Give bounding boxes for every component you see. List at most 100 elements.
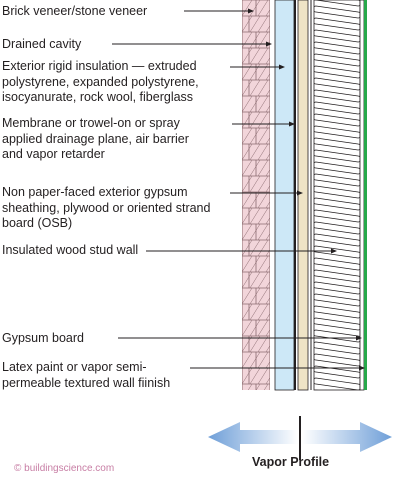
brick-hatch-line xyxy=(249,79,261,97)
leader-arrowhead xyxy=(248,8,254,14)
brick-hatch-line xyxy=(249,351,261,369)
brick-hatch-line xyxy=(257,191,269,209)
leader-arrowhead xyxy=(266,41,272,47)
brick-hatch-line xyxy=(257,303,269,321)
brick-hatch-line xyxy=(257,111,269,129)
brick-hatch-line xyxy=(265,217,270,225)
label-stud-wall: Insulated wood stud wall xyxy=(2,243,139,257)
brick-hatch-line xyxy=(265,9,270,17)
brick-hatch-line xyxy=(242,0,253,17)
brick-hatch-line xyxy=(249,95,261,113)
brick-hatch-line xyxy=(242,79,253,97)
brick-hatch-line xyxy=(249,159,261,177)
brick-hatch-line xyxy=(265,265,270,273)
label-membrane: Membrane or trowel-on or spray applied d… xyxy=(2,116,189,161)
brick-hatch-line xyxy=(249,0,261,17)
brick-hatch-line xyxy=(265,25,270,33)
brick-hatch-line xyxy=(257,15,269,33)
brick-hatch-line xyxy=(265,313,270,321)
brick-hatch-line xyxy=(265,137,270,145)
brick-hatch-line xyxy=(242,175,253,193)
label-drained-cavity: Drained cavity xyxy=(2,37,82,51)
brick-hatch-line xyxy=(265,185,270,193)
brick-hatch-line xyxy=(249,111,261,129)
leader-arrowhead xyxy=(356,335,362,341)
brick-hatch-line xyxy=(242,95,253,113)
brick-hatch-line xyxy=(249,47,261,65)
brick-hatch-line xyxy=(242,127,253,145)
brick-hatch-line xyxy=(242,319,253,337)
brick-hatch-line xyxy=(255,383,261,390)
brick-hatch-line xyxy=(242,159,253,177)
brick-hatch-line xyxy=(257,127,269,145)
brick-hatch-line xyxy=(257,0,269,17)
brick-hatch-line xyxy=(242,303,253,321)
left-arrow-icon xyxy=(208,422,298,452)
rigid-insulation-layer xyxy=(274,0,295,391)
right-arrow-icon xyxy=(302,422,392,452)
brick-hatch-line xyxy=(249,175,261,193)
brick-hatch-line xyxy=(242,111,253,129)
label-sheathing: Non paper-faced exterior gypsum sheathin… xyxy=(2,185,211,230)
brick-hatch-line xyxy=(265,361,270,369)
brick-hatch-line xyxy=(249,319,261,337)
brick-hatch-line xyxy=(265,169,270,177)
brick-hatch-line xyxy=(242,271,253,289)
brick-hatch-line xyxy=(257,271,269,289)
batt-insulation-pattern xyxy=(314,0,360,390)
brick-hatch-line xyxy=(249,239,261,257)
brick-hatch-line xyxy=(249,143,261,161)
brick-hatch-line xyxy=(242,31,253,49)
brick-hatch-line xyxy=(257,31,269,49)
brick-hatch-line xyxy=(257,287,269,305)
brick-hatch-line xyxy=(257,143,269,161)
brick-hatch-line xyxy=(242,335,253,353)
sheathing-layer xyxy=(297,0,309,391)
label-brick-veneer: Brick veneer/stone veneer xyxy=(2,4,148,18)
brick-hatch-line xyxy=(242,223,253,241)
brick-hatch-line xyxy=(265,233,270,241)
paint-finish-layer xyxy=(364,0,367,390)
brick-hatch-line xyxy=(257,335,269,353)
brick-hatch-line xyxy=(257,95,269,113)
brick-hatch-line xyxy=(249,335,261,353)
gypsum-board-layer xyxy=(359,0,365,391)
brick-hatch-line xyxy=(265,201,270,209)
brick-hatch-line xyxy=(257,79,269,97)
brick-hatch-line xyxy=(249,223,261,241)
brick-hatch-line xyxy=(265,329,270,337)
brick-hatch-line xyxy=(242,239,253,257)
brick-veneer-layer xyxy=(242,0,270,390)
brick-hatch-line xyxy=(242,191,253,209)
brick-hatch-line xyxy=(257,255,269,273)
leader-arrowhead xyxy=(359,365,365,371)
brick-hatch-line xyxy=(265,345,270,353)
brick-hatch-line xyxy=(257,239,269,257)
brick-hatch-line xyxy=(249,255,261,273)
brick-hatch-line xyxy=(249,367,261,385)
brick-hatch-line xyxy=(265,281,270,289)
brick-hatch-line xyxy=(242,255,253,273)
brick-hatch-line xyxy=(257,223,269,241)
brick-hatch-line xyxy=(265,377,270,385)
brick-hatch-line xyxy=(257,175,269,193)
brick-hatch-line xyxy=(249,31,261,49)
brick-hatch-line xyxy=(249,207,261,225)
brick-hatch-line xyxy=(265,153,270,161)
brick-hatch-line xyxy=(263,383,269,390)
brick-hatch-line xyxy=(257,367,269,385)
brick-hatch-line xyxy=(265,105,270,113)
membrane-layer xyxy=(294,0,296,390)
brick-hatch-line xyxy=(257,207,269,225)
brick-hatch-line xyxy=(257,159,269,177)
brick-hatch-line xyxy=(242,15,253,33)
leader-lines xyxy=(112,8,365,371)
leader-arrowhead xyxy=(289,121,295,127)
brick-hatch-line xyxy=(257,351,269,369)
brick-hatch-line xyxy=(257,47,269,65)
brick-hatch-line xyxy=(249,191,261,209)
brick-hatch-line xyxy=(242,351,253,369)
brick-hatch-line xyxy=(249,303,261,321)
brick-hatch-line xyxy=(265,249,270,257)
